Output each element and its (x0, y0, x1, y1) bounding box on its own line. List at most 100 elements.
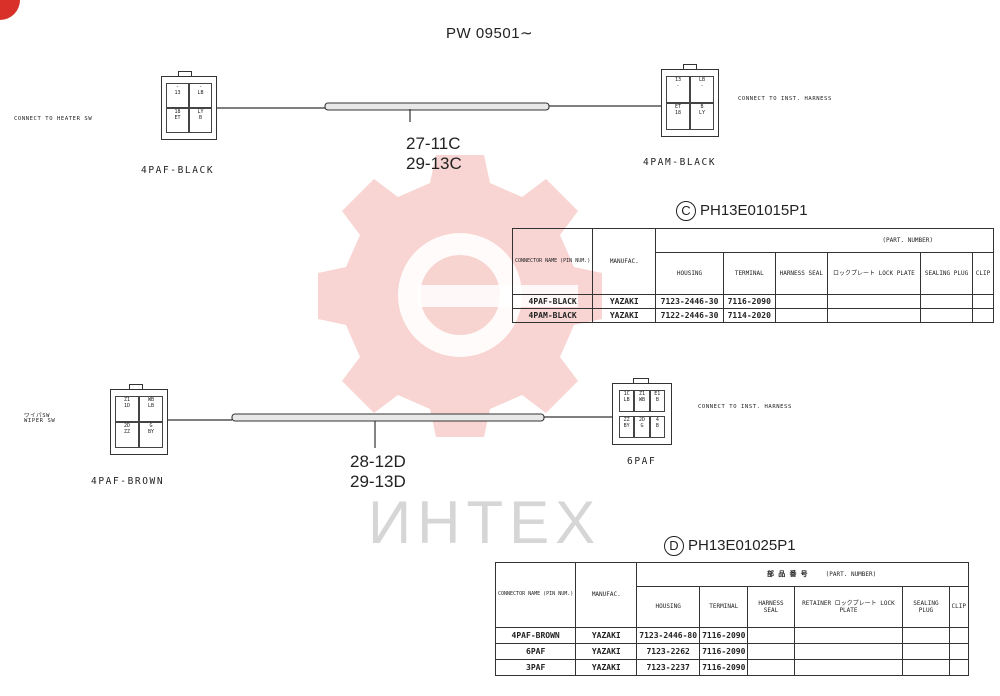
connector-pin-code: LB (197, 90, 204, 96)
table-d-title-jp: 部 品 番 号 (767, 569, 808, 578)
table-cell (948, 658, 970, 677)
connector-6paf-label: 6PAF (627, 456, 657, 467)
circle-letter-c: C (676, 201, 696, 221)
inst-harness-label-d: CONNECT TO INST. HARNESS (698, 404, 792, 410)
connector-pin-code: 1D (123, 403, 131, 409)
connector-pin-code: - (198, 84, 202, 90)
connector-pin-code: B (700, 104, 704, 110)
circle-letter-d: D (664, 536, 684, 556)
connector-pin-code: LY (197, 109, 204, 115)
table-row: 4PAM-BLACK YAZAKI 7122-2446-30 7114-2020 (511, 308, 994, 323)
connector-pin-code: 4 (655, 417, 659, 423)
table-cell: 7122-2446-30 (655, 308, 724, 323)
table-c-col-lockplate: ロックプレート LOCK PLATE (826, 252, 922, 295)
table-cell: 7123-2446-30 (655, 294, 724, 309)
connector-pin-code: G (149, 423, 153, 429)
table-c-col-plug: SEALING PLUG (920, 252, 974, 295)
connector-pin-code: WB (147, 397, 155, 403)
table-cell (902, 658, 950, 677)
table-cell (920, 294, 974, 309)
connector-pin-code: G (640, 423, 644, 429)
table-cell: YAZAKI (575, 626, 638, 644)
watermark-text: ИНТЕХ (368, 489, 602, 556)
table-cell (747, 626, 795, 644)
connector-pin-code: - (700, 83, 704, 89)
connector-pin-code: LB (147, 403, 155, 409)
table-cell: 4PAF-BLACK (511, 294, 594, 309)
table-cell: 4PAM-BLACK (511, 308, 594, 323)
table-cell: 4PAF-BROWN (494, 626, 577, 644)
table-d-col-clip: CLIP (948, 585, 970, 628)
table-cell (948, 626, 970, 644)
connector-pin-code: ZZ (623, 417, 630, 423)
connector-pin-code: B (198, 115, 202, 121)
serial-range: PW 09501∼ (446, 25, 534, 42)
table-row: 3PAF YAZAKI 7123-2237 7116-2090 (494, 658, 970, 677)
table-cell: YAZAKI (592, 308, 657, 323)
connector-pin-code: - (676, 83, 680, 89)
table-d-manuf-header: MANUFAC. (575, 562, 638, 628)
table-cell (902, 626, 950, 644)
connector-pin: LB- (690, 76, 714, 103)
table-cell: 7116-2090 (722, 294, 776, 309)
connector-pin: -LB (189, 83, 212, 108)
connector-pin-code: LB (698, 77, 706, 83)
table-c-col-terminal: TERMINAL (722, 252, 776, 295)
connector-pin-code: 2D (638, 417, 645, 423)
table-d-part-header: 部 品 番 号(PART. NUMBER) (636, 562, 969, 587)
table-cell (826, 294, 922, 309)
table-d-col-seal: HARNESS SEAL (747, 585, 795, 628)
connector-pin-code: 13 (174, 90, 181, 96)
part-table-d: CONNECTOR NAME (PIN NUM.) MANUFAC. 部 品 番… (494, 562, 970, 677)
heater-sw-label: CONNECT TO HEATER SW (14, 116, 93, 122)
table-cell (774, 294, 828, 309)
connector-4paf-brown-latch (129, 384, 143, 391)
connector-pin-code: ET (174, 115, 181, 121)
table-cell (902, 642, 950, 660)
table-cell (747, 642, 795, 660)
connector-pin: -13 (166, 83, 189, 108)
table-cell (948, 642, 970, 660)
table-cell (747, 658, 795, 677)
table-cell: 7116-2090 (699, 658, 749, 677)
table-c-col-seal: HARNESS SEAL (774, 252, 828, 295)
connector-pin-code: B (655, 423, 659, 429)
part-number-d-text: PH13E01025P1 (688, 536, 796, 554)
table-cell (774, 308, 828, 323)
connector-pin-code: 18 (674, 110, 682, 116)
connector-4paf-black-label: 4PAF-BLACK (141, 165, 215, 176)
table-cell (972, 294, 994, 309)
inst-harness-label-c: CONNECT TO INST. HARNESS (738, 96, 832, 102)
connector-pin-code: 13 (674, 77, 682, 83)
table-cell: 3PAF (494, 658, 577, 677)
table-cell: YAZAKI (575, 658, 638, 677)
table-c-part-header: (PART. NUMBER) (655, 228, 994, 253)
table-cell (793, 642, 904, 660)
part-number-c-text: PH13E01015P1 (700, 201, 808, 219)
connector-pin-code: WB (638, 397, 645, 403)
table-cell (826, 308, 922, 323)
table-cell (972, 308, 994, 323)
wiper-sw-label-1: ワイパSW (24, 413, 51, 419)
connector-pin-code: - (175, 84, 179, 90)
connector-pin-code: LB (623, 397, 630, 403)
table-cell: YAZAKI (575, 642, 638, 660)
table-cell: 7116-2090 (699, 626, 749, 644)
table-cell: 7123-2262 (636, 642, 701, 660)
table-cell: 7123-2446-80 (636, 626, 701, 644)
table-row: 6PAF YAZAKI 7123-2262 7116-2090 (494, 642, 970, 660)
